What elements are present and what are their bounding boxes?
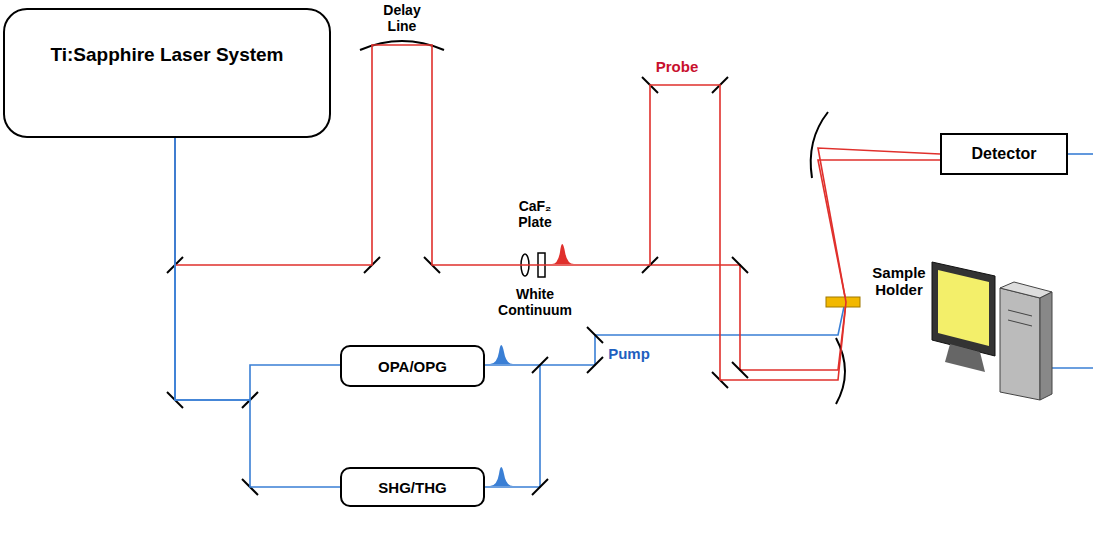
box-label: Ti:Sapphire Laser System — [50, 44, 283, 66]
probe-label: Probe — [652, 58, 702, 75]
shg-box: SHG/THG — [340, 467, 485, 507]
box-label: OPA/OPG — [378, 358, 447, 375]
beam-path — [175, 138, 340, 487]
pump-label: Pump — [604, 345, 654, 362]
delay-line-label: Delay Line — [372, 2, 432, 34]
signal-wire — [1068, 153, 1093, 155]
mirrors — [167, 77, 748, 495]
probe-beam — [650, 265, 846, 370]
plate-label: CaF₂ Plate — [500, 198, 570, 230]
beam-path — [175, 138, 340, 400]
pump-beam — [485, 302, 845, 487]
pump-pulse — [490, 345, 513, 364]
laser-box: Ti:Sapphire Laser System — [3, 8, 331, 138]
continuum-label: White Continuum — [490, 286, 580, 318]
probe-beam — [818, 160, 940, 302]
detector-box: Detector — [940, 133, 1068, 175]
pump-pulse — [490, 467, 513, 486]
computer-icon — [932, 262, 1052, 400]
curved-mirror — [811, 112, 828, 178]
probe-pulse — [552, 244, 574, 264]
sample — [826, 297, 860, 307]
opa-box: OPA/OPG — [340, 345, 485, 387]
sample-holder-label: Sample Holder — [866, 264, 932, 299]
box-label: SHG/THG — [378, 479, 446, 496]
box-label: Detector — [972, 145, 1037, 163]
